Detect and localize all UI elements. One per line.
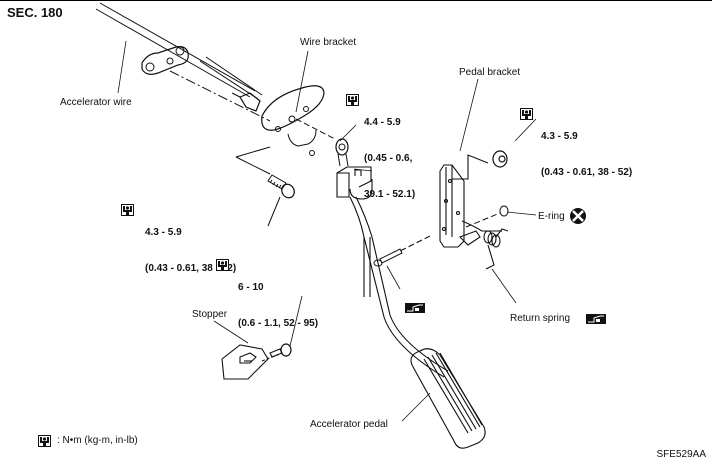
accelerator-wire-part (95, 2, 271, 122)
torque-spec-pedal-bracket-nut: 4.3 - 5.9 (0.43 - 0.61, 38 - 52) (541, 131, 633, 178)
torque-wrench-icon (346, 94, 359, 106)
pedal-arm-eye-part (335, 138, 349, 167)
label-accelerator-pedal: Accelerator pedal (310, 419, 388, 430)
accelerator-pedal-pad-part (410, 348, 486, 449)
pedal-arm-part (336, 166, 449, 378)
torque-wrench-icon (520, 108, 533, 120)
pivot-pin-part (373, 248, 403, 267)
wire-bracket-part (235, 85, 336, 175)
label-wire-bracket: Wire bracket (300, 37, 357, 48)
torque-spec-wire-bracket-bolt: 4.3 - 5.9 (0.43 - 0.61, 38 - 52) (145, 227, 237, 274)
legend-torque-units: : N•m (kg-m, in-lb) (57, 435, 138, 446)
leader-lines (117, 40, 537, 422)
torque-spec-stopper-bolt: 6 - 10 (0.6 - 1.1, 52 - 95) (238, 282, 319, 329)
label-accelerator-wire: Accelerator wire (60, 97, 132, 108)
pedal-bracket-nut-part (492, 150, 508, 168)
label-e-ring: E-ring (538, 211, 565, 222)
torque-wrench-icon (121, 204, 134, 216)
grease-apply-icon (405, 303, 425, 313)
return-spring-part (483, 228, 509, 270)
torque-wrench-icon (38, 435, 51, 447)
do-not-reuse-icon (570, 208, 586, 224)
section-title: SEC. 180 (7, 5, 63, 20)
grease-apply-icon (586, 314, 606, 324)
label-stopper: Stopper (192, 309, 228, 320)
e-ring-part (465, 205, 509, 228)
wire-bracket-bolt-part (267, 174, 295, 227)
stopper-part (221, 343, 292, 380)
torque-wrench-icon (216, 259, 229, 271)
label-return-spring: Return spring (510, 313, 571, 324)
figure-code: SFE529AA (656, 449, 706, 460)
label-pedal-bracket: Pedal bracket (459, 67, 521, 78)
torque-spec-wire-bracket-nut: 4.4 - 5.9 (0.45 - 0.6, 39.1 - 52.1) (364, 117, 416, 200)
pedal-bracket-part (399, 154, 502, 252)
